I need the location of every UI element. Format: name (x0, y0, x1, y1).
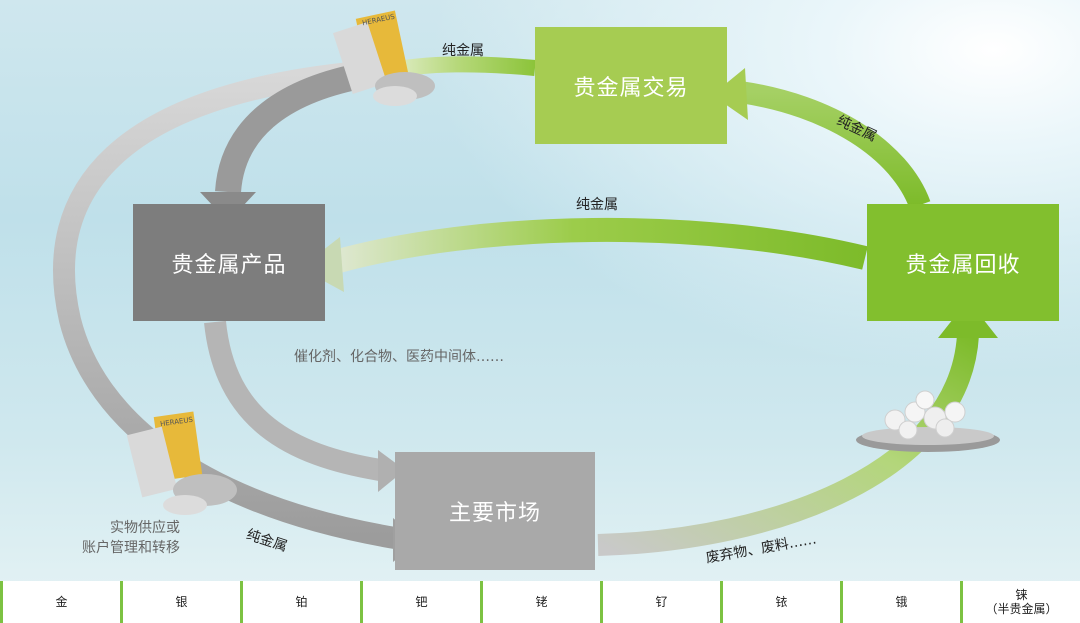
market-box: 主要市场 (395, 452, 595, 570)
metal-cell: 铂 (240, 581, 360, 623)
metal-cell: 钯 (360, 581, 480, 623)
market-recovery-arrow (597, 334, 979, 556)
metal-label: 铱 (775, 595, 788, 609)
metal-label: 铼 (1015, 588, 1028, 602)
gold-bars-top (332, 10, 435, 106)
middle-arrow (331, 217, 868, 274)
catalyst-pellets (856, 390, 1000, 452)
metal-cell: 铼 （半贵金属） (960, 581, 1080, 623)
metal-cell: 钌 (600, 581, 720, 623)
label-applications: 催化剂、化合物、医药中间体…… (294, 349, 504, 365)
metal-label: 金 (55, 595, 68, 609)
gold-bars-bottom (126, 411, 237, 515)
right-arrow (738, 81, 931, 210)
metal-cell: 铑 (480, 581, 600, 623)
products-box: 贵金属产品 (133, 204, 325, 321)
metal-cell: 银 (120, 581, 240, 623)
metal-label: 银 (175, 595, 188, 609)
metal-label: 钌 (655, 595, 668, 609)
products-label: 贵金属产品 (171, 252, 287, 278)
market-label: 主要市场 (448, 501, 541, 526)
top-to-products-arrow (215, 63, 363, 194)
metal-label: 钯 (415, 595, 428, 609)
metal-cell: 铱 (720, 581, 840, 623)
products-market-arrowhead (378, 450, 405, 492)
physical-supply-line2: 账户管理和转移 (82, 540, 180, 556)
metal-label: 锇 (895, 595, 908, 609)
metals-strip: 金 银 铂 钯 铑 钌 铱 锇 铼 （半贵金属） (0, 581, 1080, 623)
physical-supply-line1: 实物供应或 (110, 520, 180, 536)
recovery-label: 贵金属回收 (905, 252, 1021, 278)
trading-arrowhead (712, 68, 748, 120)
label-physical-supply: 实物供应或 账户管理和转移 (82, 518, 180, 558)
label-pure-metal-middle: 纯金属 (576, 197, 618, 213)
trading-box: 贵金属交易 (535, 27, 727, 144)
metal-label: 铂 (295, 595, 308, 609)
recovery-box: 贵金属回收 (867, 204, 1059, 321)
trading-label: 贵金属交易 (573, 75, 689, 101)
metal-cell: 锇 (840, 581, 960, 623)
metal-label: 铑 (535, 595, 548, 609)
products-market-arrow (204, 320, 382, 481)
metal-cell: 金 (0, 581, 120, 623)
metal-note: （半贵金属） (985, 602, 1058, 616)
label-pure-metal-top: 纯金属 (442, 43, 484, 59)
